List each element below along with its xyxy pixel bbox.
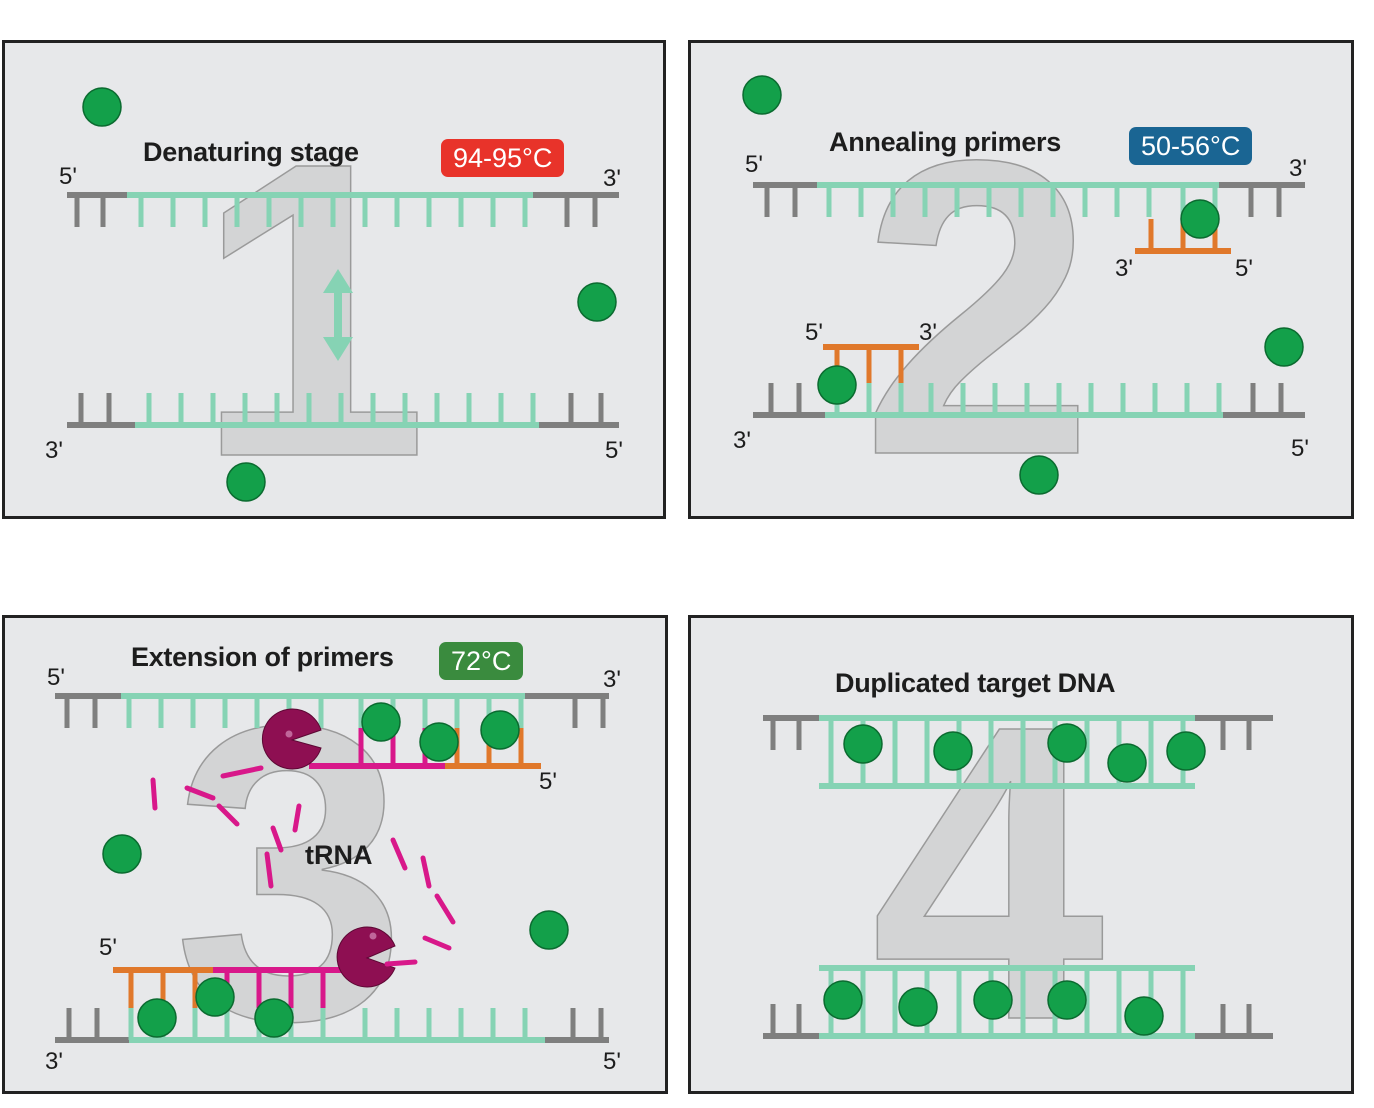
label-bottom-left: 3' bbox=[45, 1048, 63, 1075]
panel-1-graphic: 1 bbox=[67, 75, 619, 522]
panel-3-title: Extension of primers bbox=[131, 642, 394, 672]
label-bottom-right: 5' bbox=[603, 1048, 621, 1075]
bases-top-gray bbox=[64, 696, 606, 728]
polymerase-icon-top bbox=[261, 708, 322, 770]
label-primer-bottom-left: 5' bbox=[99, 934, 117, 961]
label-top-right: 3' bbox=[1289, 155, 1307, 182]
bases-bottom-green bbox=[146, 393, 536, 425]
bases-top-gray bbox=[764, 185, 1282, 217]
label-top-left: 5' bbox=[745, 151, 763, 178]
bases-bottom-green bbox=[362, 1008, 528, 1040]
panel-2-title: Annealing primers bbox=[829, 127, 1061, 157]
bases-bottom-gray bbox=[78, 393, 604, 425]
panel-annealing: 2 bbox=[688, 40, 1354, 522]
bases-bottom-green bbox=[928, 383, 1222, 415]
free-nucleotide-fragments bbox=[150, 765, 456, 967]
bases-top-green bbox=[138, 195, 528, 227]
bases-bottom-gray bbox=[66, 1008, 604, 1040]
svg-text:1: 1 bbox=[195, 76, 429, 522]
label-bottom-left: 3' bbox=[733, 427, 751, 454]
panel-duplicated: 4 bbox=[688, 615, 1354, 1097]
new-strand-top bbox=[309, 696, 541, 769]
nucleotide-icons bbox=[102, 702, 569, 1038]
temp-badge-extension: 72°C bbox=[439, 642, 524, 680]
nucleotide-icons bbox=[742, 75, 1304, 495]
temp-badge-annealing: 50-56°C bbox=[1129, 127, 1253, 165]
label-top-right: 3' bbox=[603, 165, 621, 192]
temp-badge-denaturing: 94-95°C bbox=[441, 139, 565, 177]
label-top-left: 5' bbox=[59, 163, 77, 190]
label-primer-top-right: 5' bbox=[1235, 255, 1253, 282]
trna-label: tRNA bbox=[305, 840, 373, 870]
panel-1-title: Denaturing stage bbox=[143, 137, 359, 167]
panel-4-graphic: 4 bbox=[763, 638, 1273, 1097]
nucleotide-icons bbox=[82, 87, 617, 502]
bases-top-green bbox=[826, 185, 1152, 217]
panel-extension: 3 bbox=[2, 615, 668, 1097]
label-primer-bottom-right: 3' bbox=[919, 319, 937, 346]
label-bottom-right: 5' bbox=[1291, 435, 1309, 462]
label-primer-top-left: 3' bbox=[1115, 255, 1133, 282]
label-top-left: 5' bbox=[47, 664, 65, 691]
panel-3-graphic: 3 bbox=[55, 638, 609, 1097]
nucleotide-icons bbox=[823, 723, 1206, 1036]
panel-denaturing: 1 bbox=[2, 40, 666, 522]
bases-top-green bbox=[126, 696, 324, 728]
big-number-1: 1 bbox=[194, 75, 429, 522]
bases-top-gray bbox=[74, 195, 598, 227]
big-number-2: 2 bbox=[860, 73, 1095, 522]
label-primer-bottom-left: 5' bbox=[805, 319, 823, 346]
bases-bottom-gray bbox=[768, 383, 1284, 415]
label-bottom-right: 5' bbox=[605, 437, 623, 464]
duplex-bottom bbox=[763, 965, 1273, 1039]
panel-2-graphic: 2 bbox=[742, 73, 1305, 522]
label-primer-top-right: 5' bbox=[539, 768, 557, 795]
polymerase-icon-bottom bbox=[336, 926, 396, 988]
panel-4-title: Duplicated target DNA bbox=[835, 668, 1116, 698]
label-bottom-left: 3' bbox=[45, 437, 63, 464]
svg-text:2: 2 bbox=[861, 74, 1095, 522]
label-top-right: 3' bbox=[603, 666, 621, 693]
separation-arrow-icon bbox=[323, 269, 353, 361]
